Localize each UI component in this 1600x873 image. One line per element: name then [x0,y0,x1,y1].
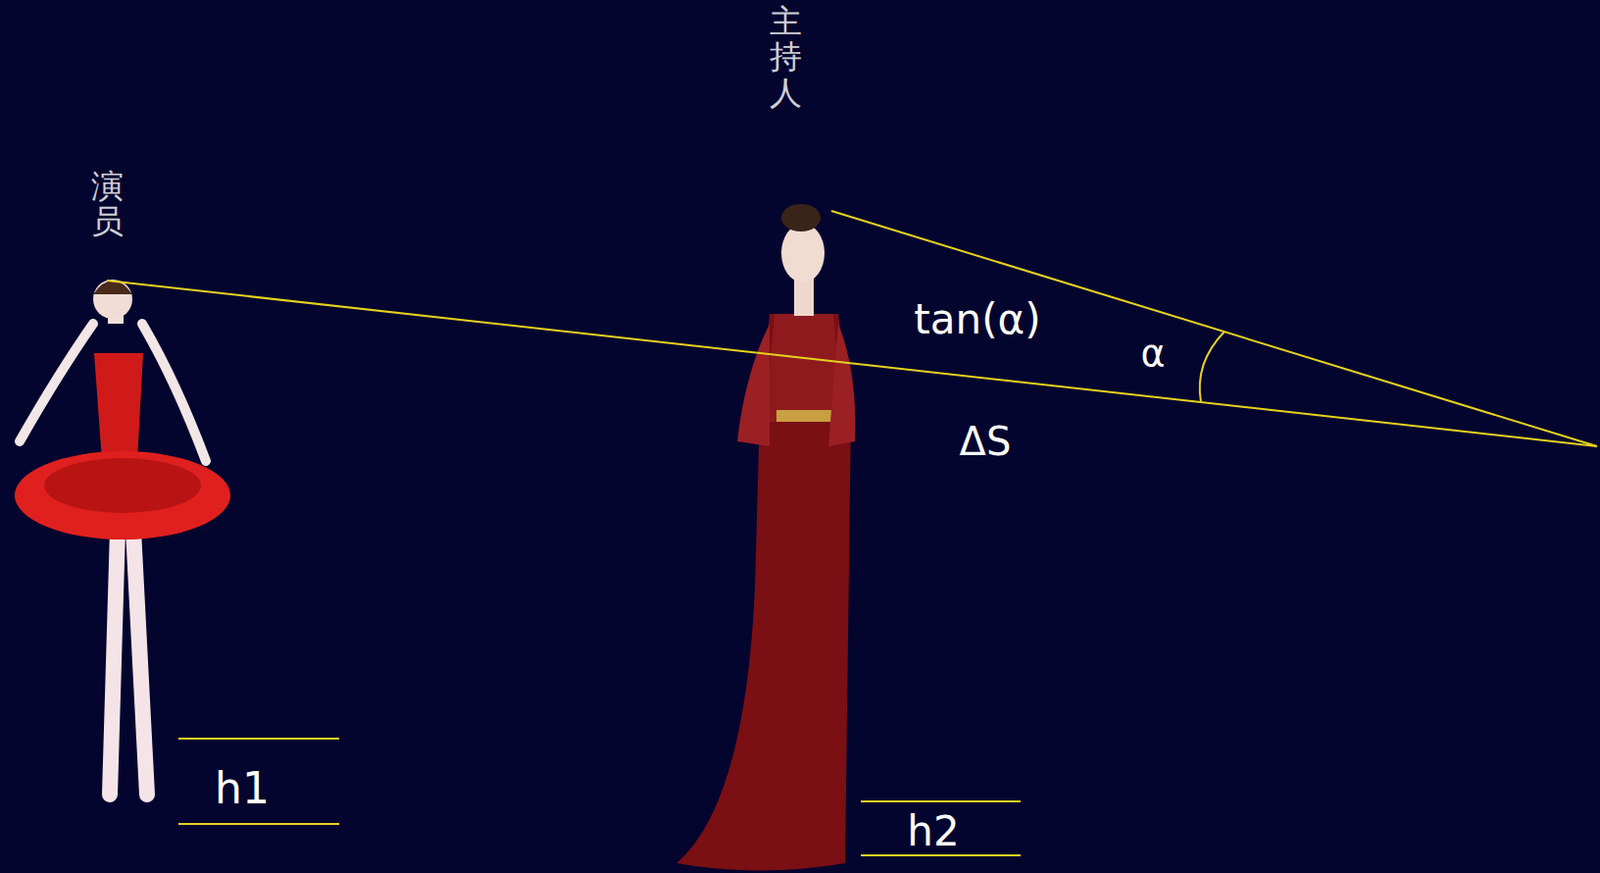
host-label: 主持人 [769,3,802,111]
height-label: h2 [906,810,959,852]
angle-label: α [1140,334,1165,372]
tangent-label: tan(α) [913,299,1041,341]
ballerina-figure [14,279,231,795]
performer-label: 演员 [91,168,124,241]
angle-arc [1200,331,1225,402]
sight-lines [106,210,1598,855]
distance-label: ΔS [959,421,1012,461]
host-figure [676,203,855,871]
height-label: h1 [214,766,270,810]
